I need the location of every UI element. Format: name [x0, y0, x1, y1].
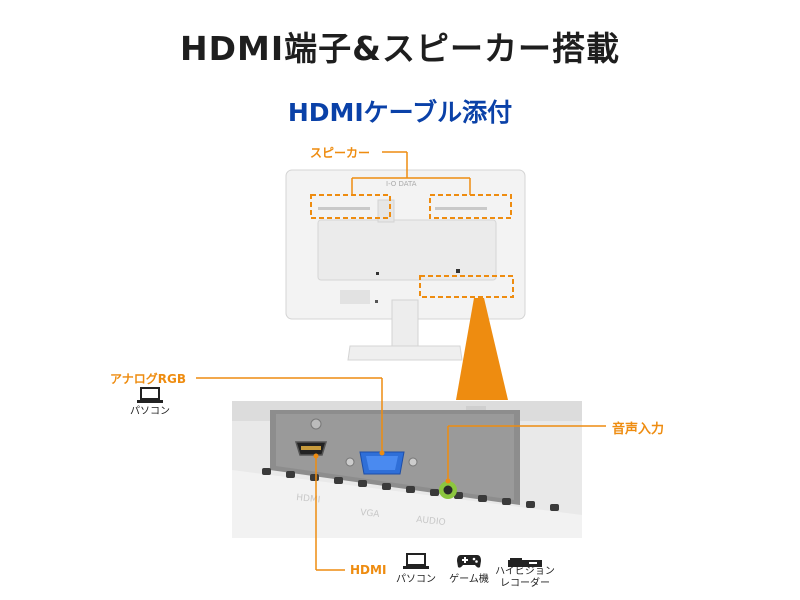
recorder-label-line1: ハイビジョン	[495, 566, 555, 577]
gamepad-icon	[456, 552, 482, 574]
game-console-label: ゲーム機	[449, 574, 489, 585]
laptop-icon	[136, 386, 164, 408]
hdmi-port	[294, 441, 328, 456]
port-closeup: HDMI VGA AUDIO	[232, 401, 582, 538]
monitor-back	[285, 169, 526, 361]
hdmi-label: HDMI	[350, 563, 387, 577]
monitor-brand-mark: I-O DATA	[386, 180, 417, 188]
port-highlight	[419, 275, 514, 298]
page-title: HDMI端子&スピーカー搭載	[180, 29, 620, 68]
audio-jack	[439, 481, 457, 499]
hdmi-device-pc-label: パソコン	[396, 574, 436, 585]
audio-emboss-label: AUDIO	[416, 515, 446, 528]
vga-port	[345, 451, 418, 475]
analog-device-pc-label: パソコン	[130, 406, 170, 417]
speaker-label: スピーカー	[310, 146, 371, 160]
recorder-label-line2: レコーダー	[500, 578, 550, 589]
recorder-icon	[507, 554, 543, 573]
zoom-pointer	[456, 298, 508, 400]
audio-input-label: 音声入力	[612, 422, 665, 437]
page-subtitle: HDMIケーブル添付	[287, 98, 513, 127]
analog-rgb-label: アナログRGB	[110, 372, 186, 386]
vga-emboss-label: VGA	[360, 508, 381, 520]
hdmi-emboss-label: HDMI	[296, 493, 321, 505]
laptop-icon	[402, 552, 430, 574]
